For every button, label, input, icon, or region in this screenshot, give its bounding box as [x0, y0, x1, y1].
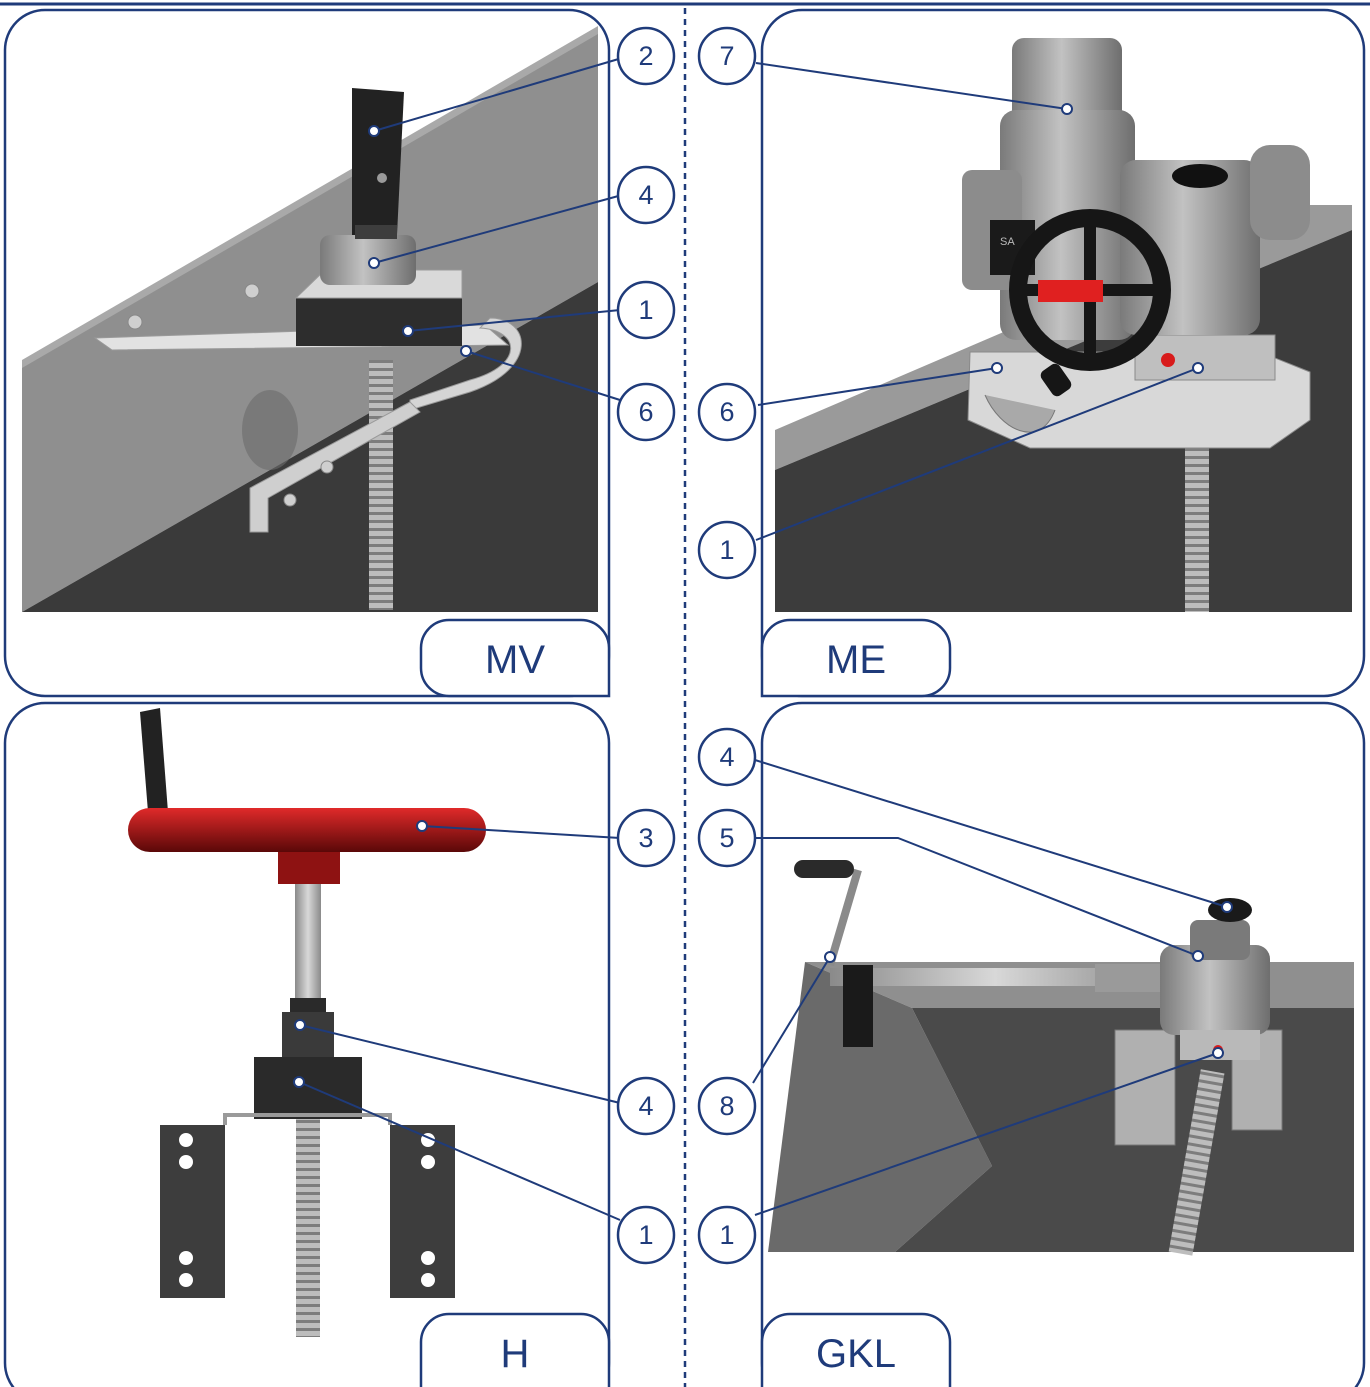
- extension-rod: [830, 968, 1160, 986]
- panel-h-label-tab: [419, 1312, 611, 1387]
- svg-text:4: 4: [638, 180, 653, 210]
- svg-text:4: 4: [638, 1091, 653, 1121]
- panel-me: SA ME: [755, 8, 1366, 698]
- panel-me-label: ME: [826, 638, 886, 682]
- svg-text:3: 3: [638, 823, 653, 853]
- nameplate-text: SA: [1000, 236, 1015, 248]
- svg-text:6: 6: [638, 397, 653, 427]
- me-illustration: SA: [775, 38, 1352, 612]
- h-illustration: [128, 708, 486, 1337]
- callout-gkl-5: 5: [697, 808, 757, 868]
- svg-text:1: 1: [638, 1220, 653, 1250]
- gearbox-block: [254, 1057, 362, 1119]
- threaded-spindle: [296, 1119, 320, 1337]
- callout-me-1: 1: [697, 520, 757, 580]
- svg-text:4: 4: [719, 742, 734, 772]
- concrete-side: [22, 282, 598, 612]
- callout-h-4: 4: [616, 1076, 676, 1136]
- panel-gkl: GKL: [752, 701, 1366, 1387]
- motor-cap: [1012, 38, 1122, 130]
- svg-text:8: 8: [719, 1091, 734, 1121]
- left-bracket: [160, 1125, 225, 1298]
- svg-text:1: 1: [638, 295, 653, 325]
- panel-me-label-tab: [760, 618, 952, 698]
- gearbox: [1160, 945, 1270, 1035]
- svg-text:1: 1: [719, 1220, 734, 1250]
- red-lever: [1038, 280, 1103, 302]
- panel-me-frame: [760, 8, 1366, 698]
- threaded-spindle: [1185, 440, 1209, 612]
- crank-block: [843, 965, 873, 1047]
- svg-text:1: 1: [719, 535, 734, 565]
- panel-h: H: [3, 701, 621, 1387]
- right-bracket: [390, 1125, 455, 1298]
- svg-text:2: 2: [638, 41, 653, 71]
- support-bracket: [249, 401, 421, 533]
- panel-gkl-label: GKL: [816, 1332, 896, 1376]
- panel-gkl-frame: [760, 701, 1366, 1387]
- callout-mv-2: 2: [616, 26, 676, 86]
- crank-hub: [278, 852, 340, 884]
- crank-knob: [794, 860, 854, 878]
- threaded-spindle: [1168, 1069, 1225, 1256]
- callout-gkl-4: 4: [697, 727, 757, 787]
- panel-h-label: H: [501, 1332, 530, 1376]
- svg-text:5: 5: [719, 823, 734, 853]
- panel-gkl-label-tab: [760, 1312, 952, 1387]
- callout-mv-1: 1: [616, 280, 676, 340]
- crank-handle: [352, 88, 404, 235]
- panel-mv-label-tab: [419, 618, 611, 698]
- panel-mv-label: MV: [485, 638, 545, 682]
- callouts: 2 4 1 6 7 6 1 3 4 1 4 5 8 1: [616, 26, 757, 1265]
- gearbox-block: [296, 298, 462, 346]
- svg-text:6: 6: [719, 397, 734, 427]
- callout-h-3: 3: [616, 808, 676, 868]
- callout-mv-6: 6: [616, 382, 676, 442]
- callout-me-6: 6: [697, 382, 757, 442]
- threaded-spindle: [369, 360, 393, 610]
- callout-h-1: 1: [616, 1205, 676, 1265]
- left-bracket: [1114, 1029, 1176, 1146]
- callout-gkl-8: 8: [697, 1076, 757, 1136]
- callout-me-7: 7: [697, 26, 757, 86]
- crank-bar: [128, 808, 486, 852]
- spindle-shaft: [295, 884, 321, 999]
- callout-gkl-1: 1: [697, 1205, 757, 1265]
- svg-text:7: 7: [719, 41, 734, 71]
- panel-mv-frame: [3, 8, 611, 698]
- gear-head: [282, 1012, 334, 1057]
- motor: [1250, 145, 1310, 240]
- callout-mv-4: 4: [616, 165, 676, 225]
- mv-illustration: [22, 26, 598, 612]
- crank-knob: [140, 708, 168, 812]
- gearbox-head: [320, 235, 416, 285]
- panel-h-frame: [3, 701, 611, 1387]
- gkl-illustration: [768, 860, 1354, 1256]
- panel-mv: MV: [3, 8, 623, 698]
- channel-wall: [768, 962, 992, 1252]
